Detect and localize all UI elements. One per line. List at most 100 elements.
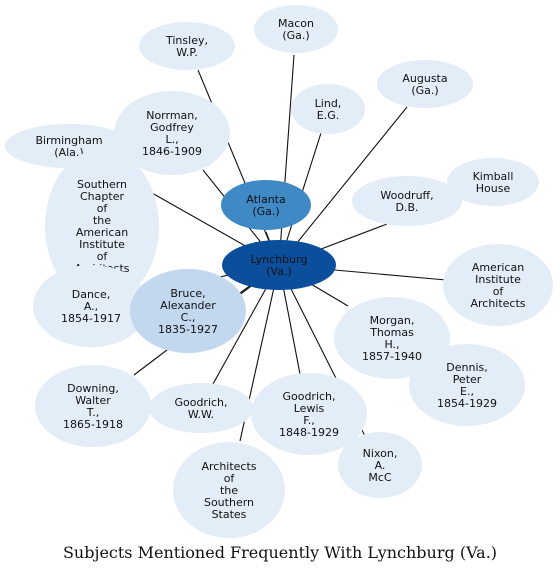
node-nixon-label-line: A.: [375, 459, 386, 472]
node-goodrich-lf-label-line: 1848-1929: [279, 426, 339, 439]
node-augusta[interactable]: Augusta(Ga.): [377, 60, 473, 108]
node-atlanta-label-line: Atlanta: [246, 193, 285, 206]
node-lind[interactable]: Lind,E.G.: [291, 84, 365, 134]
edge-lynchburg-macon: [278, 54, 295, 266]
node-lind-shape: [291, 84, 365, 134]
node-goodrich-ww-label: Goodrich,W.W.: [174, 396, 227, 421]
node-augusta-label-line: Augusta: [402, 72, 447, 85]
node-tinsley-label-line: W.P.: [176, 46, 198, 59]
node-birmingham-label-line: (Ala.): [54, 146, 83, 159]
node-southern-chapter-shape: [45, 149, 159, 303]
node-lynchburg-label: Lynchburg(Va.): [251, 253, 308, 278]
node-morgan-label-line: 1857-1940: [362, 350, 422, 363]
node-woodruff-label: Woodruff,D.B.: [380, 189, 433, 214]
node-woodruff-label-line: Woodruff,: [380, 189, 433, 202]
node-architects-south-shape: [173, 442, 285, 538]
node-norrman-label-line: Godfrey: [150, 121, 194, 134]
node-downing-label-line: Walter: [75, 394, 111, 407]
node-architects-south-label-line: States: [212, 508, 247, 521]
node-southern-chapter-label-line: of: [97, 250, 109, 263]
node-aia-label-line: of: [493, 285, 505, 298]
node-tinsley-label-line: Tinsley,: [165, 34, 208, 47]
node-lynchburg-label-line: (Va.): [266, 265, 292, 278]
node-dennis-label-line: E.,: [460, 385, 474, 398]
node-nixon[interactable]: Nixon,A.McC: [338, 432, 422, 498]
node-lind-label-line: Lind,: [315, 97, 342, 110]
node-atlanta-shape: [221, 180, 311, 230]
node-morgan-label-line: Morgan,: [370, 314, 415, 327]
node-atlanta-label-line: (Ga.): [252, 205, 279, 218]
node-dance-label: Dance,A.,1854-1917: [61, 288, 121, 325]
node-kimball-label-line: House: [476, 182, 511, 195]
node-lynchburg[interactable]: Lynchburg(Va.): [222, 240, 336, 290]
node-macon[interactable]: Macon(Ga.): [254, 5, 338, 53]
node-architects-south-label-line: the: [220, 484, 238, 497]
node-goodrich-ww-label-line: Goodrich,: [174, 396, 227, 409]
node-southern-chapter-label-line: Southern: [77, 178, 127, 191]
node-morgan-label-line: H.,: [384, 338, 399, 351]
node-kimball-label-line: Kimball: [473, 170, 514, 183]
node-tinsley-shape: [139, 22, 235, 70]
node-downing-label-line: Downing,: [67, 382, 119, 395]
node-nixon-label-line: Nixon,: [363, 447, 398, 460]
node-dennis-label-line: Peter: [453, 373, 482, 386]
node-lind-label-line: E.G.: [317, 109, 339, 122]
node-norrman-label-line: 1846-1909: [142, 145, 202, 158]
node-macon-label-line: (Ga.): [282, 29, 309, 42]
node-augusta-shape: [377, 60, 473, 108]
node-dance-shape: [33, 265, 149, 347]
node-bruce-label-line: Alexander: [160, 299, 216, 312]
node-architects-south-label-line: Southern: [204, 496, 254, 509]
node-tinsley[interactable]: Tinsley,W.P.: [139, 22, 235, 70]
node-goodrich-ww[interactable]: Goodrich,W.W.: [149, 383, 253, 433]
node-lind-label: Lind,E.G.: [315, 97, 342, 122]
diagram-caption: Subjects Mentioned Frequently With Lynch…: [62, 543, 498, 562]
node-atlanta-label: Atlanta(Ga.): [246, 193, 285, 218]
node-southern-chapter[interactable]: SouthernChapteroftheAmericanInstituteofA…: [45, 149, 159, 303]
node-bruce-label-line: Bruce,: [170, 287, 205, 300]
node-atlanta[interactable]: Atlanta(Ga.): [221, 180, 311, 230]
node-aia-shape: [443, 244, 553, 326]
node-dance-label-line: A.,: [84, 300, 98, 313]
node-nixon-label-line: McC: [368, 471, 392, 484]
node-woodruff[interactable]: Woodruff,D.B.: [352, 176, 462, 226]
nodes-layer: Macon(Ga.)Tinsley,W.P.Augusta(Ga.)Lind,E…: [5, 5, 553, 538]
node-southern-chapter-label-line: Institute: [79, 238, 125, 251]
node-norrman-shape: [114, 91, 230, 175]
node-lynchburg-label-line: Lynchburg: [251, 253, 308, 266]
node-macon-label-line: Macon: [278, 17, 314, 30]
edge-lynchburg-augusta: [278, 106, 408, 266]
node-goodrich-lf-shape: [251, 373, 367, 455]
node-goodrich-ww-shape: [149, 383, 253, 433]
node-southern-chapter-label-line: Chapter: [80, 190, 124, 203]
node-downing-label-line: T.,: [86, 406, 99, 419]
network-diagram: Macon(Ga.)Tinsley,W.P.Augusta(Ga.)Lind,E…: [5, 5, 553, 538]
node-dance[interactable]: Dance,A.,1854-1917: [33, 265, 149, 347]
node-goodrich-ww-label-line: W.W.: [188, 408, 214, 421]
node-southern-chapter-label-line: American: [76, 226, 128, 239]
node-dennis-shape: [409, 344, 525, 426]
node-tinsley-label: Tinsley,W.P.: [165, 34, 208, 59]
edge-lynchburg-tinsley: [197, 69, 280, 266]
node-woodruff-label-line: D.B.: [395, 201, 418, 214]
node-southern-chapter-label-line: of: [97, 202, 109, 215]
node-goodrich-lf-label-line: Goodrich,: [282, 390, 335, 403]
node-aia-label-line: Institute: [475, 273, 521, 286]
